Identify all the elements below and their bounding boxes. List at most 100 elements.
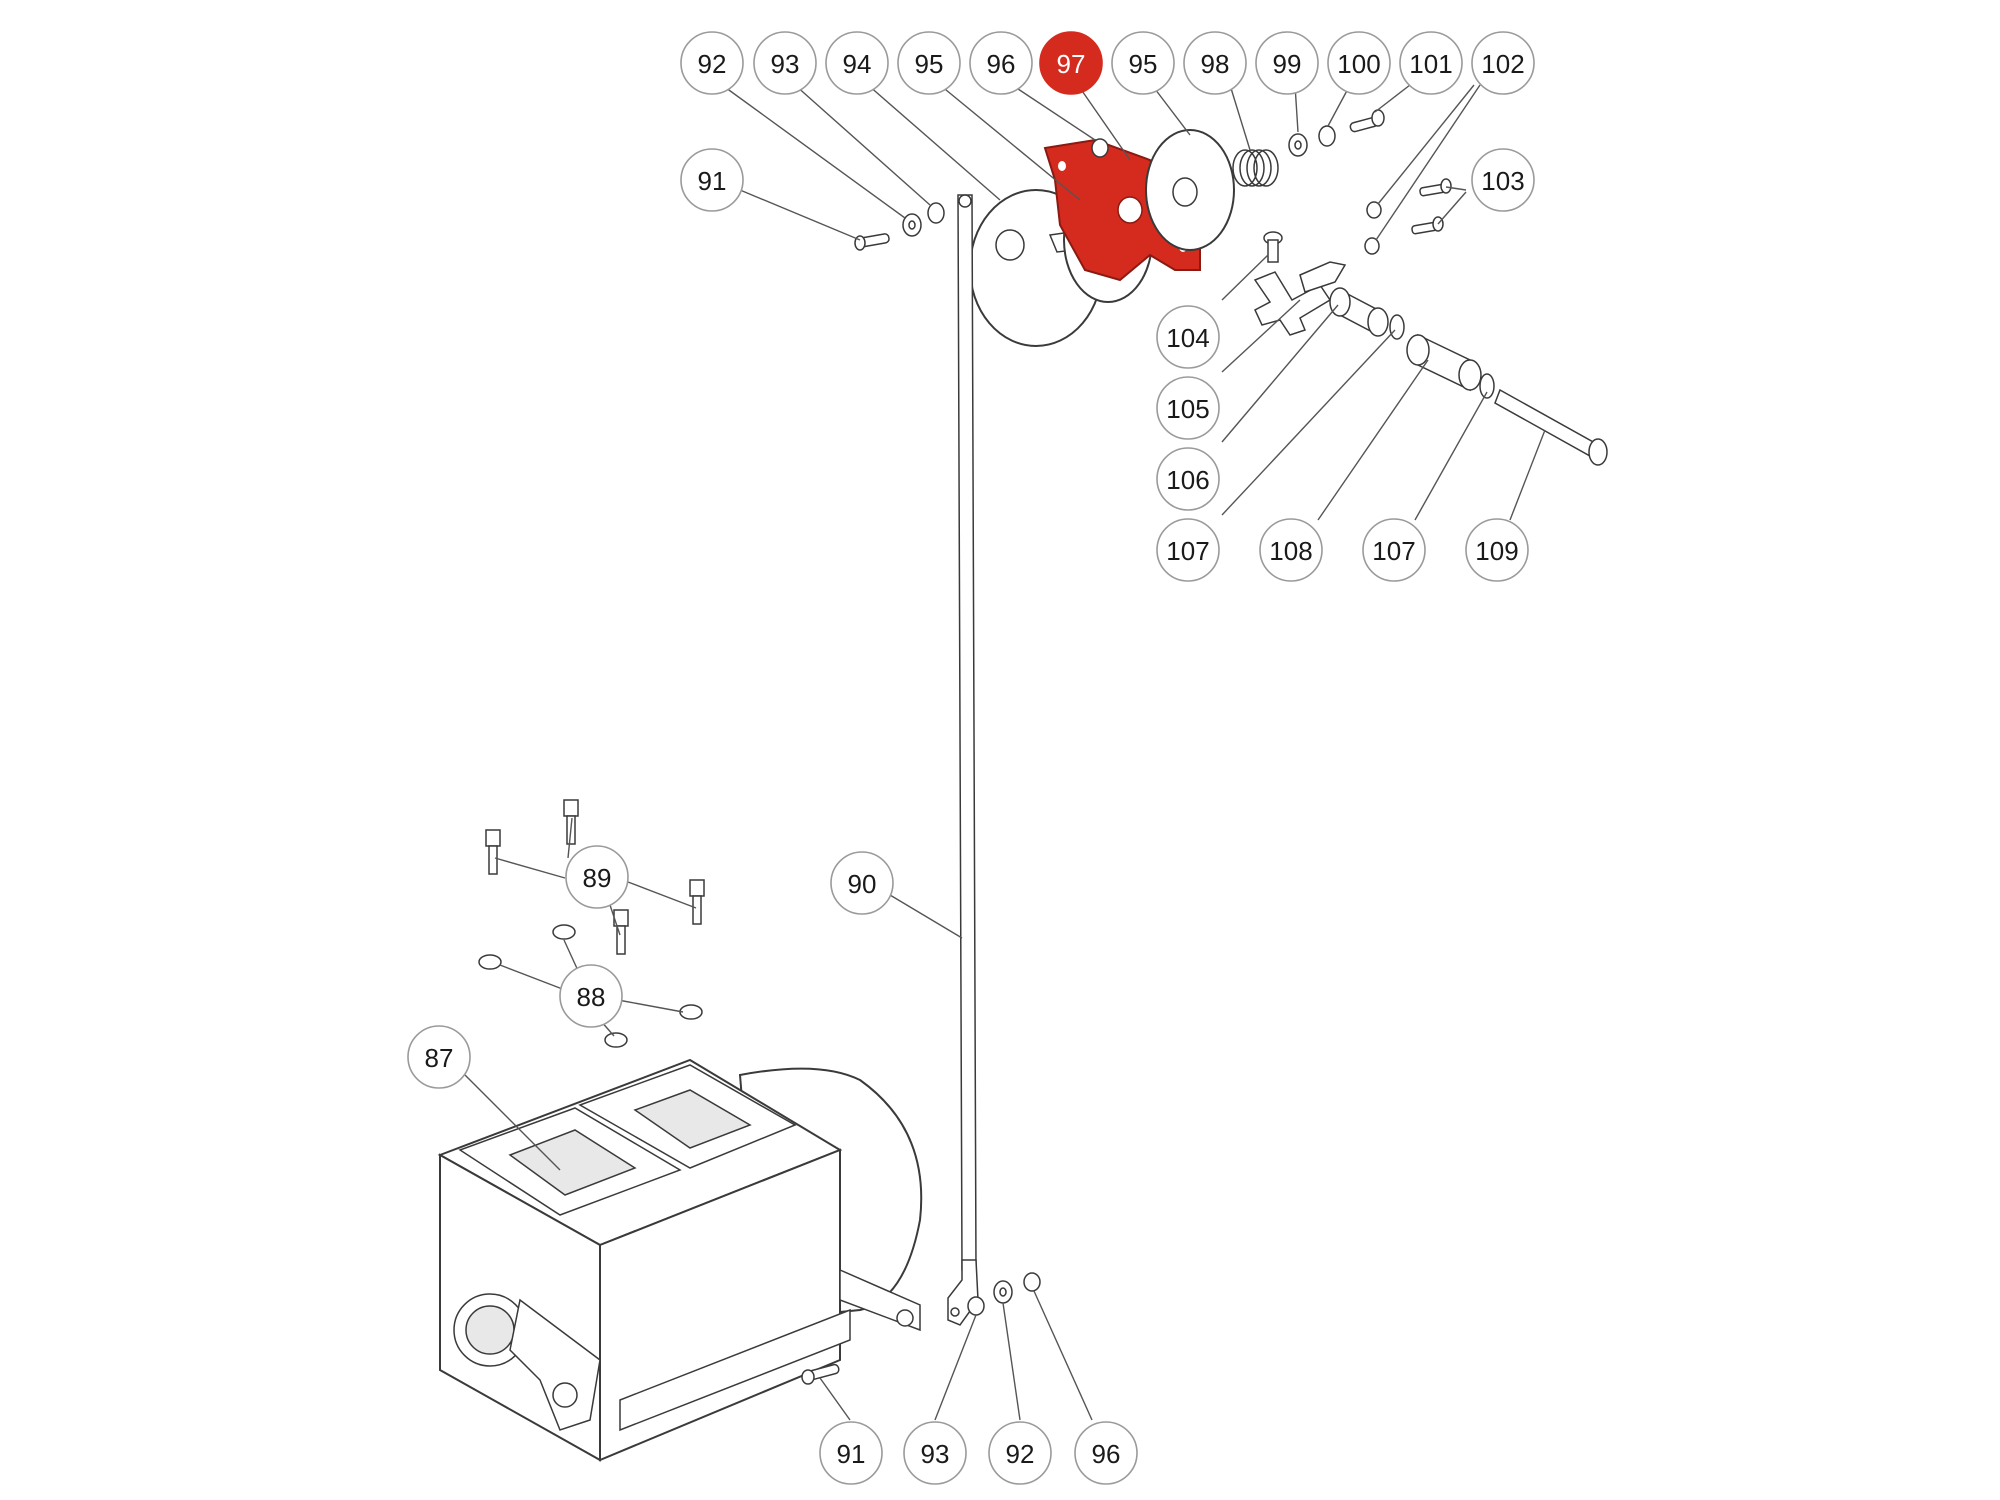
- callout-circle: [680, 148, 744, 212]
- disc-95-right: [1145, 129, 1235, 251]
- screws-89: [485, 799, 705, 955]
- callout-95: 95: [897, 31, 961, 95]
- callout-107: 107: [1362, 518, 1426, 582]
- callouts: 92 93 94 95 96 97 95 98 99 100 101 102 91 103 104 105 10…: [407, 31, 1535, 1485]
- nut-102-a: [1366, 201, 1382, 219]
- callout-circle: [903, 1421, 967, 1485]
- rod-90: [947, 194, 979, 1326]
- callout-label: 92: [1006, 1439, 1035, 1469]
- callout-label: 92: [698, 49, 727, 79]
- callout-label: 94: [843, 49, 872, 79]
- callout-96: 96: [1074, 1421, 1138, 1485]
- callout-label: 101: [1409, 49, 1452, 79]
- callout-90: 90: [830, 851, 894, 915]
- callout-95: 95: [1111, 31, 1175, 95]
- callout-108: 108: [1259, 518, 1323, 582]
- washer-107-b: [1479, 373, 1495, 399]
- pin-104: [1263, 231, 1283, 263]
- callout-circle: [1156, 376, 1220, 440]
- callout-circle: [1156, 447, 1220, 511]
- callout-102: 102: [1471, 31, 1535, 95]
- callout-circle: [1111, 31, 1175, 95]
- callout-label: 95: [915, 49, 944, 79]
- callout-circle: [565, 845, 629, 909]
- callout-circle: [753, 31, 817, 95]
- callout-label: 96: [1092, 1439, 1121, 1469]
- screws-103: [1411, 178, 1452, 235]
- callout-label: 93: [771, 49, 800, 79]
- callout-label: 103: [1481, 166, 1524, 196]
- callout-circle: [1399, 31, 1463, 95]
- callout-circle: [559, 964, 623, 1028]
- callout-label: 91: [837, 1439, 866, 1469]
- callout-103: 103: [1471, 148, 1535, 212]
- callout-label: 97: [1057, 49, 1086, 79]
- callout-circle: [1156, 305, 1220, 369]
- callout-label: 87: [425, 1043, 454, 1073]
- callout-label: 106: [1166, 465, 1209, 495]
- callout-101: 101: [1399, 31, 1463, 95]
- callout-circle: [1074, 1421, 1138, 1485]
- callout-label: 93: [921, 1439, 950, 1469]
- callout-label: 89: [583, 863, 612, 893]
- cam-plate-97-highlighted: [1043, 138, 1201, 282]
- callout-label: 100: [1337, 49, 1380, 79]
- callout-92: 92: [680, 31, 744, 95]
- callout-label: 91: [698, 166, 727, 196]
- callout-circle: [819, 1421, 883, 1485]
- bolt-109: [1494, 388, 1608, 466]
- callout-93: 93: [753, 31, 817, 95]
- callout-circle: [1471, 31, 1535, 95]
- callout-circle: [1327, 31, 1391, 95]
- nut-102-b: [1364, 237, 1380, 255]
- callout-circle: [969, 31, 1033, 95]
- callout-label: 108: [1269, 536, 1312, 566]
- callout-99: 99: [1255, 31, 1319, 95]
- callout-98: 98: [1183, 31, 1247, 95]
- callout-label: 104: [1166, 323, 1209, 353]
- callout-92: 92: [988, 1421, 1052, 1485]
- lever-105: [1253, 261, 1347, 336]
- callout-label: 98: [1201, 49, 1230, 79]
- callout-94: 94: [825, 31, 889, 95]
- callout-label: 90: [848, 869, 877, 899]
- callout-label: 107: [1166, 536, 1209, 566]
- screw-91-bottom: [801, 1363, 840, 1385]
- callout-label: 109: [1475, 536, 1518, 566]
- washer-107-a: [1389, 314, 1405, 340]
- screw-91-top: [854, 233, 890, 251]
- sleeve-108: [1406, 333, 1482, 392]
- callout-label: 105: [1166, 394, 1209, 424]
- callout-label: 107: [1372, 536, 1415, 566]
- callout-label: 96: [987, 49, 1016, 79]
- callout-circle: [1156, 518, 1220, 582]
- bushing-106: [1329, 287, 1389, 337]
- washers-88: [478, 924, 703, 1048]
- callout-89: 89: [565, 845, 629, 909]
- callout-109: 109: [1465, 518, 1529, 582]
- callout-87: 87: [407, 1025, 471, 1089]
- callout-93: 93: [903, 1421, 967, 1485]
- screw-101: [1349, 109, 1385, 133]
- lock-washer-100: [1318, 125, 1336, 147]
- nut-96-bottom: [1023, 1272, 1041, 1292]
- callout-circle: [1465, 518, 1529, 582]
- callout-104: 104: [1156, 305, 1220, 369]
- callout-circle: [897, 31, 961, 95]
- callout-96: 96: [969, 31, 1033, 95]
- callout-circle: [1039, 31, 1103, 95]
- callout-circle: [680, 31, 744, 95]
- gearbox-motor-87: [437, 1058, 923, 1462]
- callout-label: 95: [1129, 49, 1158, 79]
- callout-circle: [1471, 148, 1535, 212]
- callout-91: 91: [819, 1421, 883, 1485]
- callout-circle: [825, 31, 889, 95]
- callout-97-highlighted: 97: [1039, 31, 1103, 95]
- callout-circle: [830, 851, 894, 915]
- callout-105: 105: [1156, 376, 1220, 440]
- callout-107: 107: [1156, 518, 1220, 582]
- spring-98: [1232, 149, 1279, 187]
- callout-88: 88: [559, 964, 623, 1028]
